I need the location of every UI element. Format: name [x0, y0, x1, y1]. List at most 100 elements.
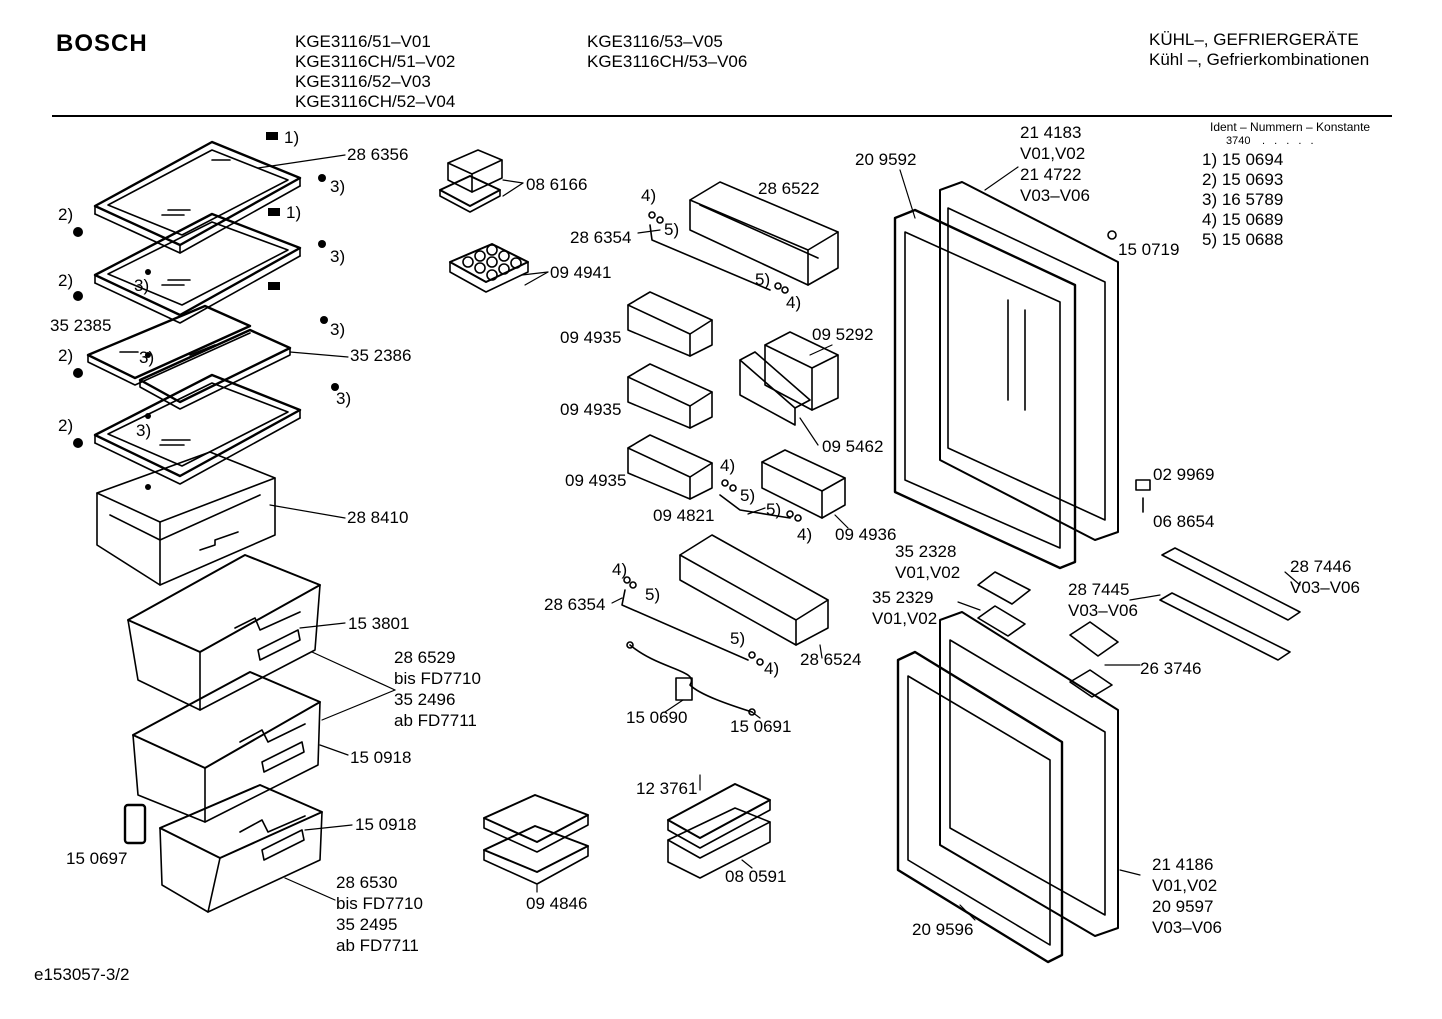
part-number: 28 6356	[347, 145, 409, 164]
part-number: 21 4722	[1020, 165, 1082, 184]
part-number: 28 6522	[758, 179, 820, 198]
fridge-door-gasket	[893, 208, 1077, 570]
drawer-2	[132, 671, 321, 823]
part-number: 21 4186	[1152, 855, 1214, 874]
freezer-door	[939, 611, 1119, 937]
fridge-door	[939, 181, 1119, 541]
part-number: 09 5462	[822, 437, 884, 456]
part-note: ab FD7711	[336, 936, 419, 955]
part-number: 15 0690	[626, 708, 688, 727]
part-number: 26 3746	[1140, 659, 1202, 678]
callout-label: 5)	[740, 486, 756, 505]
ident-reference-list: 1) 15 0694 2) 15 0693 3) 16 5789 4) 15 0…	[1202, 150, 1283, 250]
part-number: 09 4935	[560, 400, 622, 419]
callout-label: 4)	[612, 560, 628, 579]
model-entry: KGE3116CH/51–V02	[295, 52, 456, 71]
part-number: 09 4941	[550, 263, 612, 282]
ident-ref: 3) 16 5789	[1202, 190, 1284, 209]
part-number: 35 2495	[336, 915, 398, 934]
glass-shelf-top	[93, 140, 302, 254]
variant-note: V03–V06	[1152, 918, 1222, 937]
part-number: 28 6529	[394, 648, 456, 667]
callout-label: 1)	[286, 203, 302, 222]
small-rack-3	[627, 434, 713, 500]
callout-label: 2)	[58, 346, 74, 365]
model-entry: KGE3116CH/52–V04	[295, 92, 456, 111]
part-number: 28 6524	[800, 650, 862, 669]
part-number: 28 8410	[347, 508, 409, 527]
part-number: 35 2329	[872, 588, 934, 607]
part-number: 28 6354	[544, 595, 606, 614]
lamp-cable	[626, 641, 756, 716]
glass-shelf-2	[93, 212, 302, 324]
ident-title: Ident – Nummern – Konstante	[1210, 120, 1371, 134]
bottle-rail-1	[648, 211, 789, 294]
small-rack-2	[627, 363, 713, 429]
ident-ref: 4) 15 0689	[1202, 210, 1284, 229]
brand-logo: BOSCH	[56, 30, 148, 57]
part-note: bis FD7710	[394, 669, 481, 688]
part-number: 09 4846	[526, 894, 588, 913]
callout-label: 3)	[139, 348, 155, 367]
model-entry: KGE3116/53–V05	[587, 32, 723, 51]
part-number: 08 0591	[725, 867, 787, 886]
part-number: 35 2328	[895, 542, 957, 561]
shelf-clips	[73, 132, 339, 490]
part-number: 20 9596	[912, 920, 974, 939]
callout-label: 3)	[330, 177, 346, 196]
bottle-rail-3	[621, 576, 764, 666]
part-number: 08 6166	[526, 175, 588, 194]
ident-constant: 3740	[1226, 135, 1251, 147]
variant-note: V03–V06	[1068, 601, 1138, 620]
split-shelf	[86, 304, 292, 410]
freezer-door-gasket	[896, 650, 1064, 964]
egg-tray	[449, 243, 529, 293]
ident-dots: . . . . .	[1262, 135, 1317, 147]
crisper-cover	[96, 451, 276, 586]
variant-note: V01,V02	[1020, 144, 1086, 163]
part-number: 15 0719	[1118, 240, 1180, 259]
category-line-1: KÜHL–, GEFRIERGERÄTE	[1149, 30, 1359, 49]
cold-packs	[483, 794, 589, 885]
part-number: 09 4936	[835, 525, 897, 544]
model-list-1: KGE3116/51–V01 KGE3116CH/51–V02 KGE3116/…	[295, 32, 455, 112]
small-rack-4	[761, 449, 846, 519]
part-number: 15 0691	[730, 717, 792, 736]
glass-shelf-4	[93, 373, 302, 485]
gasket-clip	[123, 803, 147, 845]
part-number: 02 9969	[1153, 465, 1215, 484]
part-number: 12 3761	[636, 779, 698, 798]
callout-label: 2)	[58, 416, 74, 435]
callout-label: 5)	[645, 585, 661, 604]
category-line-2: Kühl –, Gefrierkombinationen	[1149, 50, 1370, 69]
ident-ref: 5) 15 0688	[1202, 230, 1284, 249]
part-number: 20 9597	[1152, 897, 1214, 916]
part-number: 21 4183	[1020, 123, 1082, 142]
callout-label: 4)	[720, 456, 736, 475]
callout-label: 1)	[284, 128, 300, 147]
ident-ref: 2) 15 0693	[1202, 170, 1284, 189]
drawer-1	[127, 554, 321, 711]
callout-label: 5)	[664, 220, 680, 239]
variant-note: V01,V02	[895, 563, 961, 582]
part-number: 15 3801	[348, 614, 410, 633]
small-rack-1	[627, 291, 713, 357]
callout-label: 4)	[764, 659, 780, 678]
part-number: 28 7446	[1290, 557, 1352, 576]
callout-label: 4)	[786, 293, 802, 312]
header-rule	[52, 115, 1392, 117]
part-number: 35 2496	[394, 690, 456, 709]
variant-note: V03–V06	[1290, 578, 1360, 597]
bottle-rail-2	[719, 479, 802, 522]
ice-tray	[667, 783, 771, 879]
part-number: 28 7445	[1068, 580, 1130, 599]
category-title: KÜHL–, GEFRIERGERÄTE Kühl –, Gefrierkomb…	[1149, 30, 1369, 70]
part-number: 28 6530	[336, 873, 398, 892]
part-note: ab FD7711	[394, 711, 477, 730]
hinge-parts	[977, 230, 1301, 698]
leader-lines	[257, 154, 1301, 921]
part-number: 09 4821	[653, 506, 715, 525]
variant-note: V01,V02	[1152, 876, 1218, 895]
document-id: e153057-3/2	[34, 965, 130, 984]
callout-label: 3)	[336, 389, 352, 408]
